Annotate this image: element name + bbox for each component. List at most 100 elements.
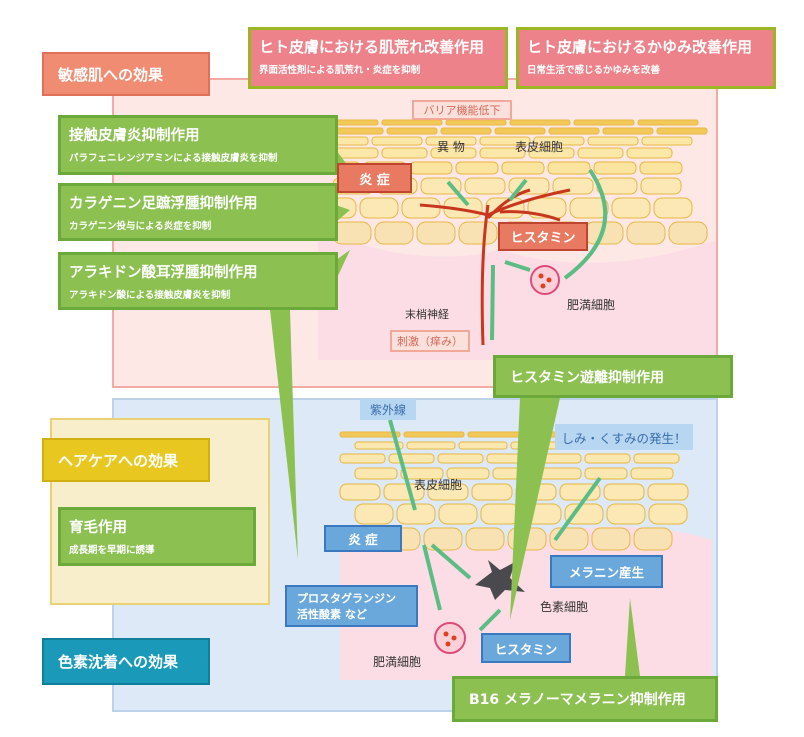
skin-cell — [479, 136, 531, 146]
skin-cell — [455, 161, 499, 175]
callout-tails — [270, 150, 640, 676]
box-title: ヒト皮膚における肌荒れ改善作用 — [259, 38, 485, 56]
dermis-top — [318, 230, 716, 360]
skin-cell — [640, 177, 682, 195]
label-inflammation: 炎 症 — [324, 525, 402, 552]
mast-cell-icon — [434, 622, 466, 654]
effect-title: カラゲニン足蹠浮腫抑制作用 — [69, 196, 258, 212]
skin-cell — [602, 127, 654, 135]
category-sensitive-skin: 敏感肌への効果 — [42, 52, 210, 96]
skin-cell — [374, 221, 414, 245]
skin-cell — [479, 147, 526, 159]
skin-cell — [359, 197, 399, 219]
epidermis-cells-top — [317, 119, 708, 245]
arrows — [388, 168, 608, 632]
skin-cell — [458, 221, 498, 245]
skin-cell — [630, 467, 674, 480]
skin-cell — [403, 431, 465, 438]
skin-cell — [464, 177, 506, 195]
box-subtitle: 日常生活で感じるかゆみを改善 — [527, 65, 661, 76]
label-melanocyte: 色素細胞 — [540, 600, 589, 614]
skin-cell — [633, 453, 680, 464]
skin-cell — [400, 467, 444, 480]
skin-cell — [446, 467, 490, 480]
skin-cell — [354, 503, 394, 525]
effect-subtitle: アラキドン酸による接触皮膚炎を抑制 — [69, 290, 231, 301]
effect-contact-dermatitis: 接触皮膚炎抑制作用 パラフェニレンジアミンによる接触皮膚炎を抑制 — [58, 115, 338, 175]
effect-title: 接触皮膚炎抑制作用 — [69, 128, 200, 144]
mast-cell-icon — [530, 265, 560, 295]
effect-arachidonic: アラキドン酸耳浮腫抑制作用 アラキドン酸による接触皮膚炎を抑制 — [58, 252, 338, 310]
skin-cell — [339, 453, 386, 464]
skin-cell — [437, 453, 484, 464]
skin-cell — [354, 441, 404, 450]
skin-cell — [416, 221, 456, 245]
effect-title: 育毛作用 — [69, 520, 127, 536]
skin-cell — [465, 527, 505, 551]
skin-cell — [339, 483, 381, 501]
label-mast-cell: 肥満細胞 — [373, 655, 422, 669]
label-barrier: バリア機能低下 — [412, 100, 512, 120]
skin-cell — [406, 441, 456, 450]
skin-cell — [653, 197, 693, 219]
skin-cell — [611, 197, 651, 219]
effect-hair-growth: 育毛作用 成長期を早期に誘導 — [58, 507, 256, 566]
category-hair-care: ヘアケアへの効果 — [42, 438, 210, 482]
skin-cell — [494, 127, 546, 135]
skin-cell — [656, 127, 708, 135]
skin-cell — [668, 221, 708, 245]
skin-cell — [430, 147, 477, 159]
box-subtitle: 界面活性剤による肌荒れ・炎症を抑制 — [259, 65, 421, 76]
effect-carrageenan: カラゲニン足蹠浮腫抑制作用 カラゲニン投与による炎症を抑制 — [58, 183, 338, 241]
skin-cell — [564, 503, 604, 525]
skin-cell — [381, 147, 428, 159]
skin-cell — [584, 453, 631, 464]
effect-title: アラキドン酸耳浮腫抑制作用 — [69, 265, 258, 281]
label-histamine: ヒスタミン — [481, 633, 571, 663]
label-nerve: 末梢神経 — [405, 308, 449, 321]
skin-cell — [332, 221, 372, 245]
label-spots: しみ・くすみの発生！ — [555, 424, 693, 450]
label-histamine: ヒスタミン — [498, 222, 588, 251]
skin-cell — [401, 197, 441, 219]
label-uv: 紫外線 — [360, 399, 416, 420]
skin-cell — [425, 136, 477, 146]
skin-cell — [501, 161, 545, 175]
skin-cell — [471, 483, 513, 501]
skin-cell — [584, 467, 628, 480]
skin-cell — [538, 467, 582, 480]
skin-cell — [559, 483, 601, 501]
skin-cell — [458, 441, 508, 450]
skin-cell — [445, 119, 507, 126]
skin-cell — [603, 483, 645, 501]
skin-cell — [509, 119, 571, 126]
skin-cell — [593, 161, 637, 175]
skin-cell — [528, 147, 575, 159]
skin-cell — [633, 527, 673, 551]
skin-roughness-box: ヒト皮膚における肌荒れ改善作用 界面活性剤による肌荒れ・炎症を抑制 — [248, 27, 508, 89]
skin-cell — [409, 161, 453, 175]
skin-cell — [591, 527, 631, 551]
skin-cell — [396, 503, 436, 525]
skin-cell — [647, 483, 689, 501]
skin-cell — [438, 503, 478, 525]
skin-cell — [569, 197, 609, 219]
skin-cell — [339, 431, 401, 438]
box-title: ヒト皮膚におけるかゆみ改善作用 — [527, 38, 753, 56]
label-mast-cell: 肥満細胞 — [567, 298, 616, 312]
skin-cell — [480, 503, 520, 525]
skin-cell — [423, 527, 463, 551]
mediator-line: プロスタグランジン — [297, 592, 396, 605]
skin-cell — [354, 467, 398, 480]
skin-cell — [626, 221, 666, 245]
label-melanin: メラニン産生 — [550, 555, 663, 588]
skin-cell — [577, 147, 624, 159]
skin-cell — [548, 127, 600, 135]
label-foreign: 異 物 — [437, 140, 465, 154]
skin-cell — [427, 483, 469, 501]
label-epidermal: 表皮細胞 — [414, 478, 463, 492]
skin-cell — [573, 119, 635, 126]
label-inflammation: 炎 症 — [337, 163, 412, 193]
effect-histamine-release: ヒスタミン遊離抑制作用 — [493, 355, 733, 398]
